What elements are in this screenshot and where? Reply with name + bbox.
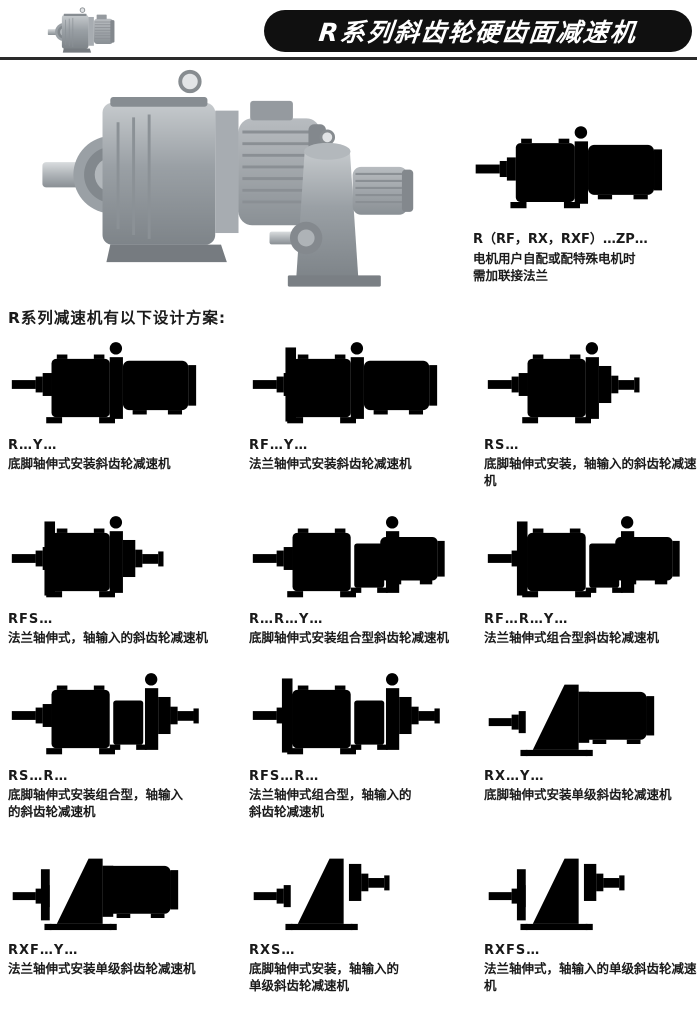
scheme-cell: RS…R… 底脚轴伸式安装组合型，轴输入的斜齿轮减速机	[6, 667, 246, 820]
scheme-desc-line: 底脚轴伸式安装组合型，轴输入	[8, 787, 184, 802]
scheme-code: RXS…	[249, 943, 296, 958]
scheme-drawing-xm-flange	[6, 841, 224, 938]
scheme-desc-line: 法兰轴伸式组合型，轴输入的	[249, 787, 412, 802]
page-header: R系列斜齿轮硬齿面减速机	[0, 0, 697, 60]
scheme-code: RF…R…Y…	[484, 612, 569, 627]
flange-note-code: R（RF，RX，RXF）…ZP…	[473, 232, 648, 247]
scheme-code: RS…R…	[8, 769, 69, 784]
scheme-desc-line: 底脚轴伸式安装斜齿轮减速机	[8, 456, 171, 471]
scheme-cell: RFS… 法兰轴伸式，轴输入的斜齿轮减速机	[6, 510, 246, 646]
scheme-desc-line: 法兰轴伸式组合型斜齿轮减速机	[484, 630, 660, 645]
product-photo-small	[36, 6, 128, 54]
scheme-desc-line: 斜齿轮减速机	[249, 804, 325, 819]
scheme-desc-line: 底脚轴伸式安装，轴输入的斜齿轮减速机	[484, 456, 697, 488]
scheme-code: RFS…R…	[249, 769, 320, 784]
scheme-cell: RF…Y… 法兰轴伸式安装斜齿轮减速机	[247, 336, 481, 489]
scheme-desc-line: 的斜齿轮减速机	[8, 804, 96, 819]
scheme-cell: RFS…R… 法兰轴伸式组合型，轴输入的斜齿轮减速机	[247, 667, 481, 820]
flange-note: R（RF，RX，RXF）…ZP… 电机用户自配或配特殊电机时 需加联接法兰	[473, 228, 691, 284]
design-grid: R…Y… 底脚轴伸式安装斜齿轮减速机 RF…Y… 法兰轴伸式安装斜齿轮减速机 RS… 底脚…	[0, 332, 697, 1015]
title-banner: R系列斜齿轮硬齿面减速机	[264, 10, 692, 52]
gearmotor-photo-small-image	[36, 6, 128, 54]
scheme-drawing-xs	[247, 841, 465, 938]
scheme-desc-line: 底脚轴伸式安装组合型斜齿轮减速机	[249, 630, 450, 645]
scheme-cell: RS… 底脚轴伸式安装，轴输入的斜齿轮减速机	[482, 336, 697, 489]
flange-note-line1: 电机用户自配或配特殊电机时	[473, 251, 636, 266]
scheme-desc-line: 法兰轴伸式，轴输入的单级斜齿轮减速机	[484, 961, 697, 993]
scheme-desc-line: 单级斜齿轮减速机	[249, 978, 350, 993]
scheme-cell: RXFS… 法兰轴伸式，轴输入的单级斜齿轮减速机	[482, 841, 697, 994]
scheme-cell: RXF…Y… 法兰轴伸式安装单级斜齿轮减速机	[6, 841, 246, 994]
scheme-drawing-xs-flange	[482, 841, 697, 938]
scheme-desc-line: 法兰轴伸式安装单级斜齿轮减速机	[8, 961, 196, 976]
scheme-code: RXFS…	[484, 943, 541, 958]
scheme-drawing-rrm	[247, 510, 465, 607]
scheme-cell: RXS… 底脚轴伸式安装，轴输入的单级斜齿轮减速机	[247, 841, 481, 994]
header-divider	[0, 57, 697, 60]
scheme-cell: RF…R…Y… 法兰轴伸式组合型斜齿轮减速机	[482, 510, 697, 646]
scheme-drawing-xm	[482, 667, 697, 764]
hero-section: R（RF，RX，RXF）…ZP… 电机用户自配或配特殊电机时 需加联接法兰	[0, 58, 697, 290]
catalog-page: R系列斜齿轮硬齿面减速机 R（RF，RX，RXF）…ZP… 电机用户自配或配特殊…	[0, 0, 697, 993]
scheme-drawing-rrm-flange	[482, 510, 697, 607]
scheme-cell: R…Y… 底脚轴伸式安装斜齿轮减速机	[6, 336, 246, 489]
scheme-drawing-rs	[482, 336, 697, 433]
scheme-code: R…R…Y…	[249, 612, 324, 627]
section-heading: R系列减速机有以下设计方案:	[8, 309, 227, 327]
scheme-drawing-rs-flange	[6, 510, 224, 607]
scheme-desc-line: 法兰轴伸式安装斜齿轮减速机	[249, 456, 412, 471]
zp-scheme-drawing	[473, 118, 687, 220]
scheme-drawing-rrs	[6, 667, 224, 764]
vertical-gearmotor-photo-image	[258, 126, 436, 288]
scheme-drawing-rm	[6, 336, 224, 433]
scheme-cell: RX…Y… 底脚轴伸式安装单级斜齿轮减速机	[482, 667, 697, 820]
scheme-desc-line: 法兰轴伸式，轴输入的斜齿轮减速机	[8, 630, 209, 645]
scheme-drawing-rm-flange	[247, 336, 465, 433]
product-photo-vertical	[258, 126, 436, 288]
scheme-cell: R…R…Y… 底脚轴伸式安装组合型斜齿轮减速机	[247, 510, 481, 646]
page-title: R系列斜齿轮硬齿面减速机	[317, 18, 639, 47]
scheme-code: RX…Y…	[484, 769, 545, 784]
scheme-drawing-rrs-flange	[247, 667, 465, 764]
scheme-code: RXF…Y…	[8, 943, 79, 958]
scheme-code: RS…	[484, 438, 520, 453]
scheme-desc-line: 底脚轴伸式安装单级斜齿轮减速机	[484, 787, 672, 802]
scheme-code: RF…Y…	[249, 438, 309, 453]
flange-note-block: R（RF，RX，RXF）…ZP… 电机用户自配或配特殊电机时 需加联接法兰	[473, 118, 691, 284]
scheme-desc-line: 底脚轴伸式安装，轴输入的	[249, 961, 400, 976]
scheme-code: RFS…	[8, 612, 54, 627]
flange-note-line2: 需加联接法兰	[473, 268, 549, 283]
scheme-code: R…Y…	[8, 438, 58, 453]
